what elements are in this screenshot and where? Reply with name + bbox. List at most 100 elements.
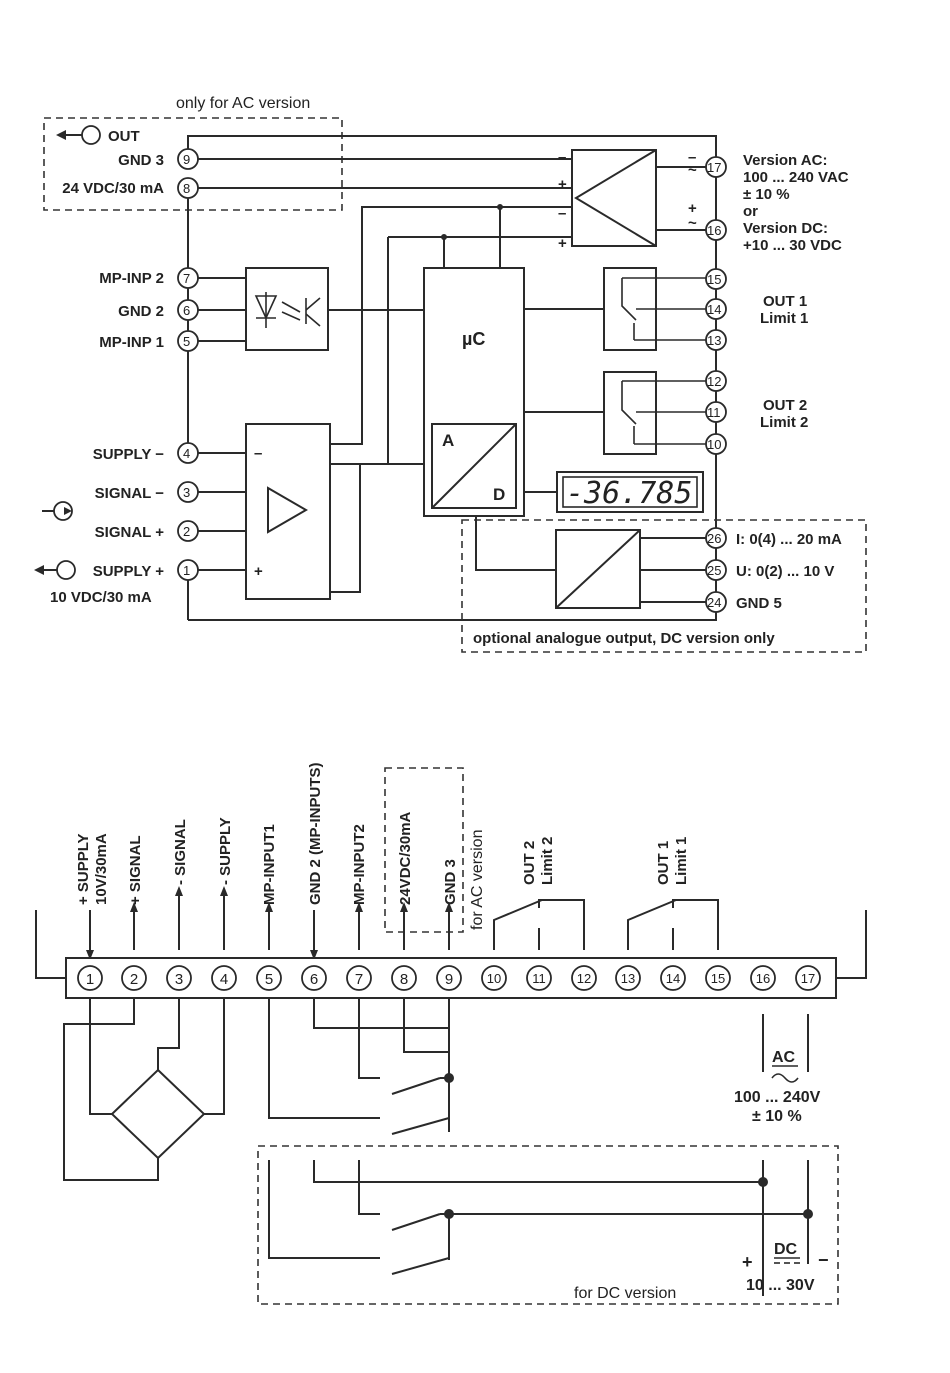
svg-text:Version AC:: Version AC: [743, 152, 827, 169]
label-supply-minus: SUPPLY − [93, 446, 165, 463]
svg-text:13: 13 [707, 333, 721, 348]
svg-text:+ SUPPLY: + SUPPLY [75, 833, 92, 905]
svg-text:OUT 1: OUT 1 [655, 841, 672, 885]
svg-text:6: 6 [183, 303, 190, 318]
svg-text:Version DC:: Version DC: [743, 220, 828, 237]
svg-text:15: 15 [711, 971, 725, 986]
svg-text:- SIGNAL: - SIGNAL [172, 819, 189, 885]
svg-text:MP-INPUT2: MP-INPUT2 [351, 824, 368, 905]
analog-voltage: U: 0(2) ... 10 V [736, 563, 834, 580]
strip-terminals: 1 2 3 4 5 6 7 8 9 10 11 12 13 14 15 16 1… [77, 965, 821, 991]
out2-label: OUT 2 [763, 397, 807, 414]
dc-range: 10 ... 30V [746, 1277, 815, 1294]
supply-rating: 10 VDC/30 mA [50, 589, 152, 606]
svg-text:100 ... 240 VAC: 100 ... 240 VAC [743, 169, 849, 186]
svg-text:+10 ... 30 VDC: +10 ... 30 VDC [743, 237, 842, 254]
relay-contacts [493, 899, 719, 950]
svg-text:Limit 2: Limit 2 [539, 837, 556, 885]
ac-only-caption: only for AC version [176, 95, 310, 112]
svg-text:6: 6 [310, 971, 318, 988]
svg-text:3: 3 [175, 971, 183, 988]
svg-text:–: – [558, 149, 566, 166]
svg-text:7: 7 [183, 271, 190, 286]
svg-text:A: A [442, 431, 454, 450]
mcu-label: µC [462, 329, 485, 349]
out-arrow-icon [56, 125, 101, 145]
analog-output-region [461, 519, 867, 653]
svg-text:12: 12 [577, 971, 591, 986]
column-labels: + SUPPLY 10V/30mA + SIGNAL - SIGNAL - SU… [75, 762, 690, 930]
label-mp-inp1: MP-INP 1 [99, 334, 164, 351]
svg-text:~: ~ [688, 162, 697, 179]
svg-text:24VDC/30mA: 24VDC/30mA [397, 811, 414, 905]
limit2-label: Limit 2 [760, 414, 808, 431]
out-label: OUT [108, 128, 140, 145]
svg-text:14: 14 [666, 971, 680, 986]
right-terminals: 17 16 15 14 13 12 11 10 26 25 24 [705, 156, 727, 613]
svg-text:1: 1 [183, 563, 190, 578]
svg-text:GND 2 (MP-INPUTS): GND 2 (MP-INPUTS) [307, 762, 324, 905]
svg-text:D: D [493, 485, 505, 504]
amplifier-block [245, 423, 331, 600]
left-terminals: 9 8 7 6 5 4 3 2 1 [177, 148, 199, 581]
svg-text:10: 10 [707, 437, 721, 452]
bridge-sensor-icon [110, 1068, 206, 1160]
svg-text:4: 4 [220, 971, 228, 988]
svg-text:–: – [254, 445, 262, 462]
svg-text:Limit 1: Limit 1 [673, 837, 690, 885]
relay-out2-block [603, 371, 657, 455]
svg-text:13: 13 [621, 971, 635, 986]
power-supply-block [571, 149, 657, 247]
dc-caption: for DC version [574, 1285, 676, 1302]
svg-text:11: 11 [532, 971, 546, 986]
label-supply-plus: SUPPLY + [93, 563, 165, 580]
bridge-sensor-wiring [63, 998, 225, 1181]
ac-version-vertical: for AC version [469, 830, 486, 930]
svg-text:3: 3 [183, 485, 190, 500]
ac-switch-wiring [268, 998, 454, 1135]
ac-label: AC [772, 1049, 796, 1066]
block-diagram: only for AC version OUT 9 8 7 6 5 4 3 2 … [34, 95, 867, 653]
svg-text:15: 15 [707, 272, 721, 287]
svg-text:7: 7 [355, 971, 363, 988]
svg-text:26: 26 [707, 531, 721, 546]
version-text: Version AC: 100 ... 240 VAC ± 10 % or Ve… [743, 152, 849, 254]
svg-text:GND 3: GND 3 [442, 859, 459, 905]
terminal-arrows [86, 886, 453, 960]
label-signal-plus: SIGNAL + [95, 524, 165, 541]
dc-plus: + [742, 1252, 753, 1272]
svg-text:9: 9 [183, 152, 190, 167]
out1-label: OUT 1 [763, 293, 807, 310]
svg-text:+: + [688, 200, 697, 217]
svg-text:OUT 2: OUT 2 [521, 841, 538, 885]
svg-text:10V/30mA: 10V/30mA [93, 833, 110, 905]
svg-text:1: 1 [86, 971, 94, 988]
ac-range: 100 ... 240V [734, 1089, 821, 1106]
ac-tolerance: ± 10 % [752, 1108, 802, 1125]
ac-wave-icon [771, 1073, 799, 1083]
svg-text:+: + [254, 563, 263, 580]
svg-text:17: 17 [707, 160, 721, 175]
svg-text:5: 5 [265, 971, 273, 988]
svg-text:- SUPPLY: - SUPPLY [217, 817, 234, 885]
svg-text:8: 8 [183, 181, 190, 196]
optocoupler-icon [254, 292, 321, 328]
dc-minus: − [818, 1250, 829, 1270]
analog-caption: optional analogue output, DC version onl… [473, 630, 775, 647]
svg-text:25: 25 [707, 563, 721, 578]
svg-text:8: 8 [400, 971, 408, 988]
svg-text:14: 14 [707, 302, 721, 317]
label-gnd3: GND 3 [118, 152, 164, 169]
svg-text:2: 2 [130, 971, 138, 988]
svg-text:11: 11 [707, 405, 721, 420]
sensor-icon [42, 501, 73, 521]
svg-text:+: + [558, 176, 567, 193]
label-signal-minus: SIGNAL − [95, 485, 165, 502]
ac-only-box [384, 767, 464, 933]
svg-text:2: 2 [183, 524, 190, 539]
amplifier-icon [267, 486, 308, 534]
svg-text:or: or [743, 203, 758, 220]
svg-text:10: 10 [487, 971, 501, 986]
svg-text:–: – [558, 205, 566, 222]
